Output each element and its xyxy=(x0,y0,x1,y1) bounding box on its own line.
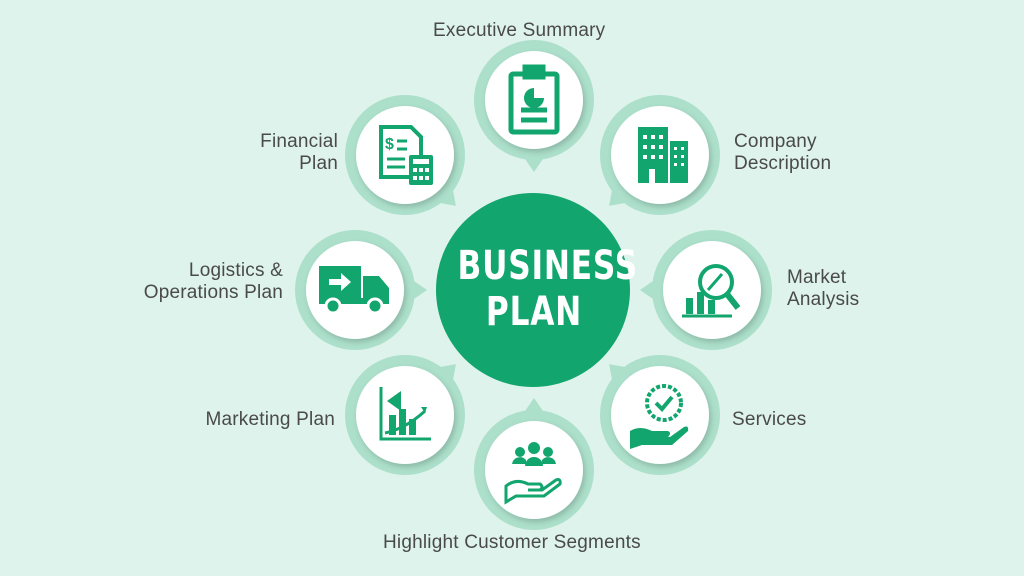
node-marketing-plan xyxy=(345,355,465,475)
label-services: Services xyxy=(732,409,807,430)
label-marketing-plan: Marketing Plan xyxy=(205,409,335,430)
label-highlight-customer-segments: Highlight Customer Segments xyxy=(383,532,641,553)
node-executive-summary xyxy=(474,40,594,172)
center-title-line2: PLAN xyxy=(485,289,583,335)
invoice-calculator-icon: $ xyxy=(379,125,433,185)
label-line: Analysis xyxy=(787,289,860,310)
megaphone-chart-icon xyxy=(379,387,431,441)
label-market-analysis: Market Analysis xyxy=(787,267,859,311)
node-company-description xyxy=(600,95,720,215)
delivery-truck-icon xyxy=(319,266,389,315)
label-line: Plan xyxy=(299,153,338,174)
node-market-analysis xyxy=(640,230,772,350)
clipboard-chart-icon xyxy=(508,64,560,135)
label-executive-summary: Executive Summary xyxy=(433,20,606,41)
label-company-description: Company Description xyxy=(734,131,831,175)
magnifier-chart-icon xyxy=(682,264,741,318)
hand-people-icon xyxy=(504,442,562,505)
center-title-line1: BUSINESS xyxy=(457,243,638,289)
label-line: Logistics & xyxy=(188,260,283,281)
node-services xyxy=(600,355,720,475)
buildings-icon xyxy=(638,127,688,183)
label-line: Financial xyxy=(260,131,338,152)
node-financial-plan: $ xyxy=(345,95,465,215)
label-line: Description xyxy=(734,153,832,174)
label-logistics-operations-plan: Logistics & Operations Plan xyxy=(100,260,283,304)
svg-text:$: $ xyxy=(385,136,394,153)
hand-badge-icon xyxy=(630,384,689,449)
label-line: Market xyxy=(787,267,847,288)
center-title: BUSINESS PLAN xyxy=(457,243,638,335)
node-highlight-customer-segments xyxy=(474,398,594,530)
center-circle xyxy=(436,193,630,387)
label-line: Operations Plan xyxy=(143,282,283,303)
label-line: Company xyxy=(734,131,817,152)
label-financial-plan: Financial Plan xyxy=(200,131,338,175)
node-logistics-operations-plan xyxy=(295,230,427,350)
